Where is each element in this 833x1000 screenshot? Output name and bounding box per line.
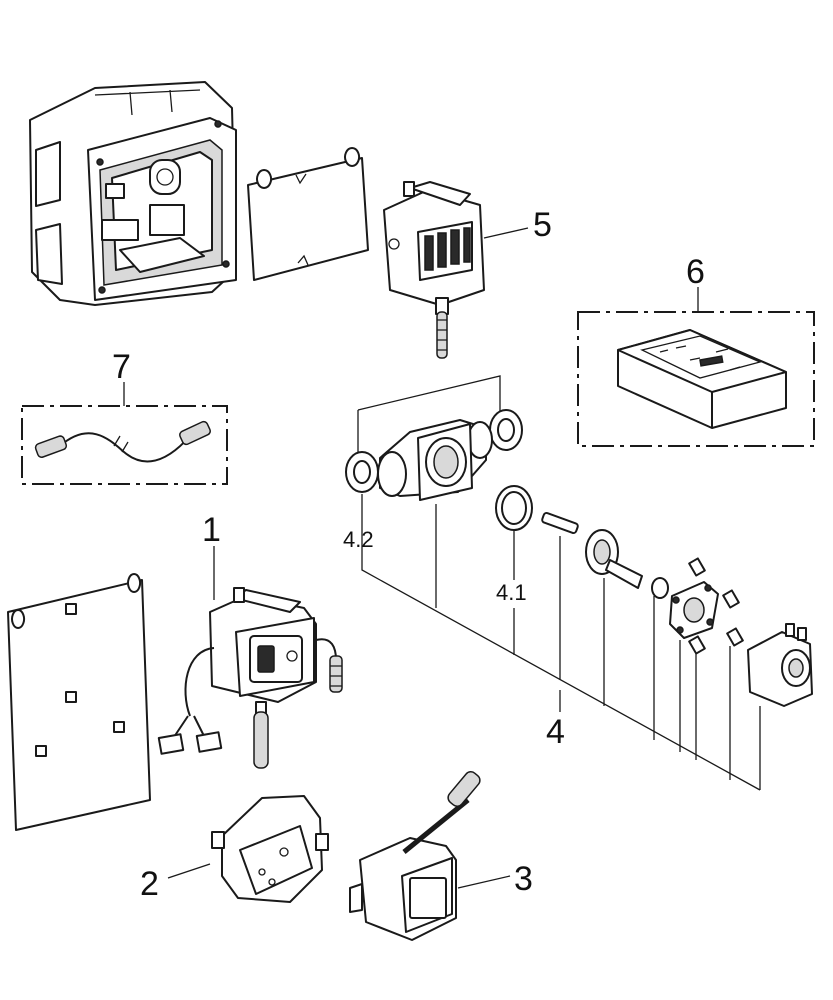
cover-plate-large: [7, 573, 151, 831]
label-part-2: 2: [140, 865, 159, 903]
part-6-remote-control: [577, 287, 815, 447]
label-part-4-2: 4.2: [343, 527, 374, 552]
mounting-box: [29, 81, 237, 306]
label-part-3: 3: [514, 860, 533, 898]
label-part-4-1: 4.1: [496, 580, 527, 605]
part-5-power-unit: [383, 181, 529, 359]
part-1-electronics-module: [157, 546, 343, 769]
label-part-5: 5: [533, 206, 552, 244]
part-7-cable: [21, 382, 228, 485]
label-part-6: 6: [686, 253, 705, 291]
part-3-sensor-cover: [349, 771, 511, 941]
label-part-4: 4: [546, 713, 565, 751]
label-part-1: 1: [202, 511, 221, 549]
label-part-7: 7: [112, 348, 131, 386]
cover-plate-small: [247, 147, 369, 281]
part-2-sensor-housing: [167, 795, 329, 903]
part-4-valve-assembly: [345, 375, 813, 791]
